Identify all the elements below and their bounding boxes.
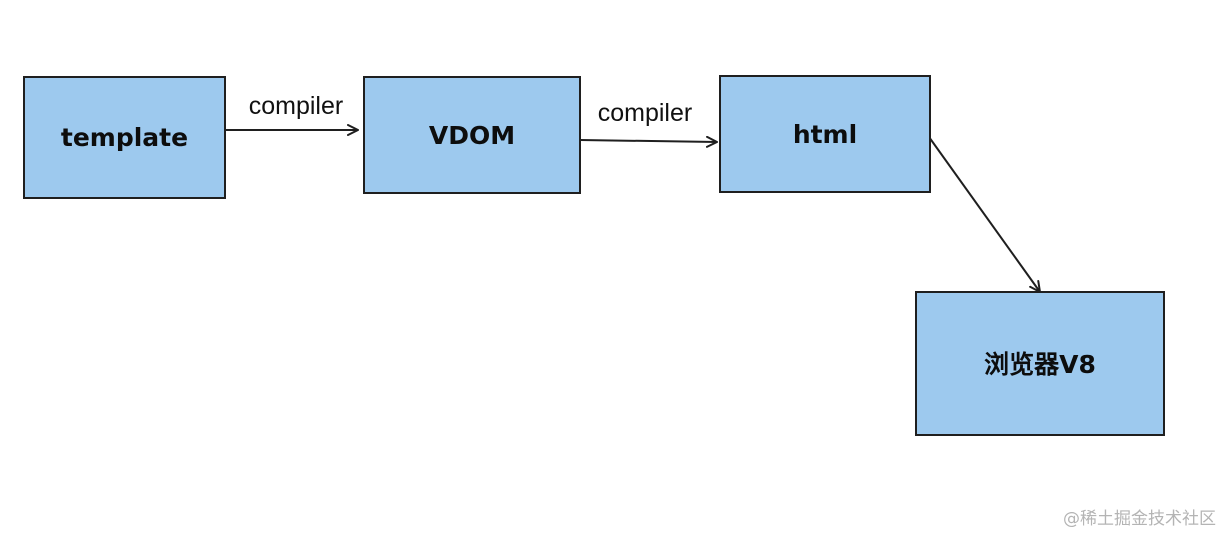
node-label: template	[61, 123, 188, 152]
edge-arrow	[579, 135, 718, 148]
edge-arrow	[923, 129, 1041, 293]
watermark-text: @稀土掘金技术社区	[1063, 509, 1216, 529]
node-template: template	[23, 76, 226, 199]
node-browser-v8: 浏览器V8	[915, 291, 1165, 436]
edge-vdom-to-html: compiler	[579, 99, 718, 148]
node-box	[915, 291, 1165, 436]
node-label: html	[793, 120, 857, 149]
edge-label: compiler	[598, 99, 692, 127]
node-box	[363, 76, 581, 194]
edge-label: compiler	[249, 92, 343, 120]
node-box	[719, 75, 931, 193]
node-label: 浏览器V8	[984, 350, 1096, 379]
node-html: html	[719, 75, 931, 193]
node-label: VDOM	[429, 121, 515, 150]
edge-html-to-browser	[923, 129, 1041, 293]
node-vdom: VDOM	[363, 76, 581, 194]
edge-template-to-vdom: compiler	[220, 92, 359, 136]
node-box	[23, 76, 226, 199]
